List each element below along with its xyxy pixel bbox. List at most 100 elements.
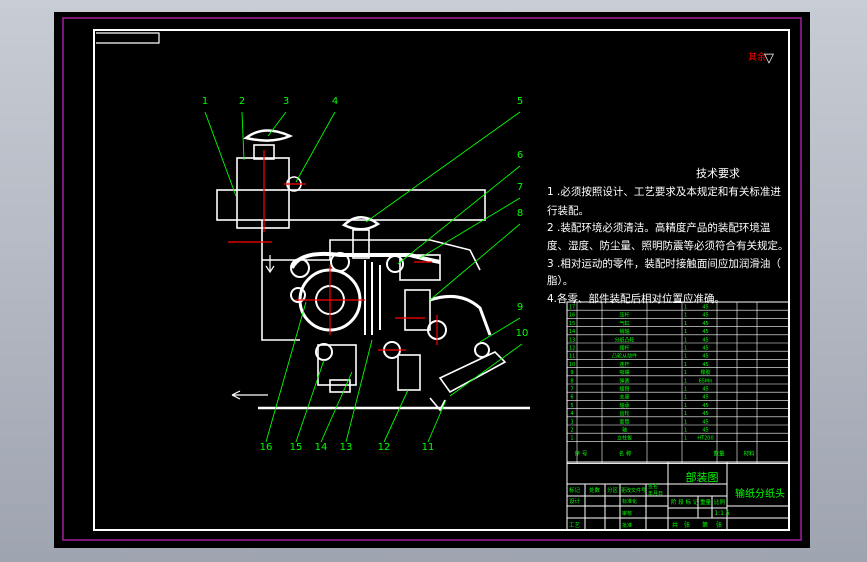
- parts-row-name: 连杆: [619, 361, 629, 368]
- parts-row-qty: 1: [684, 346, 687, 352]
- callout-8: 8: [517, 208, 523, 219]
- parts-row-name: 套筒: [619, 418, 629, 425]
- rocker-arm: [429, 294, 492, 336]
- parts-row-qty: 1: [684, 305, 687, 311]
- parts-row-qty: 1: [684, 362, 687, 368]
- tech-line-1: 1 .必须按照设计、工艺要求及本规定和有关标准进: [547, 185, 781, 198]
- leader-line-11: [427, 399, 447, 443]
- tb-label-sheet: 张: [716, 521, 722, 529]
- parts-row-seq: 6: [570, 395, 573, 401]
- bottom-right-block: [397, 354, 421, 391]
- callout-9: 9: [517, 302, 523, 313]
- parts-row-name: 轴: [622, 427, 627, 434]
- callout-13: 13: [340, 442, 353, 453]
- parts-row-seq: 10: [569, 362, 575, 368]
- parts-row-material: 45: [702, 395, 708, 401]
- tb-label-std: 标准化: [622, 498, 637, 505]
- parts-row-name: 摆杆: [619, 345, 629, 352]
- callout-11: 11: [422, 442, 435, 453]
- leader-line-1: [204, 111, 237, 197]
- callout-15: 15: [290, 442, 303, 453]
- pivot-left: [290, 287, 306, 303]
- cylinder-block: [236, 157, 290, 229]
- parts-row-name: 凸轮从动件: [612, 353, 637, 360]
- tb-label-sheet-no: 第: [702, 521, 708, 529]
- leader-line-12: [383, 389, 409, 443]
- tech-line-2: 行装配。: [547, 204, 589, 217]
- tech-line-4: 度、湿度、防尘量、照明防震等必须符合有关规定。: [547, 239, 789, 252]
- roller: [474, 342, 490, 358]
- leader-line-8: [429, 223, 521, 301]
- leader-line-3: [267, 111, 287, 137]
- callout-5: 5: [517, 96, 523, 107]
- leader-line-9: [479, 317, 521, 343]
- tb-label-sign: 签名: [648, 483, 658, 490]
- parts-row-qty: 1: [684, 428, 687, 434]
- parts-row-name: 轴承: [619, 402, 629, 409]
- parts-header-mat: 材料: [743, 449, 755, 457]
- callout-7: 7: [517, 182, 523, 193]
- parts-row-qty: 1: [684, 354, 687, 360]
- parts-row-material: 45: [702, 362, 708, 368]
- tb-label-sheets: 张: [684, 521, 690, 529]
- tb-label-zone: 分区: [607, 486, 619, 494]
- inner-frame: [93, 29, 790, 531]
- parts-row-seq: 4: [570, 411, 573, 417]
- parts-row-qty: 1: [684, 436, 687, 442]
- parts-row-qty: 1: [684, 321, 687, 327]
- leader-line-10: [449, 343, 523, 397]
- parts-row-name: 销轴: [619, 328, 629, 335]
- drawing-name: 部装图: [686, 470, 719, 484]
- callout-4: 4: [332, 96, 338, 107]
- tech-line-3: 2 .装配环境必须清洁。高精度产品的装配环境温: [547, 221, 771, 234]
- guide-block: [404, 289, 431, 331]
- callout-14: 14: [315, 442, 328, 453]
- parts-row-qty: 1: [684, 419, 687, 425]
- parts-row-name: 摆臂: [619, 386, 629, 393]
- knob: [243, 129, 294, 142]
- center-post: [352, 229, 370, 259]
- parts-row-seq: 12: [569, 346, 575, 352]
- leader-line-15: [295, 359, 325, 443]
- parts-row-material: 45: [702, 329, 708, 335]
- parts-row-name: 立柱板: [617, 435, 632, 442]
- parts-table-frame: [566, 301, 790, 464]
- leader-line-6: [397, 165, 521, 265]
- leader-line-7: [419, 197, 521, 259]
- tb-label-approve: 批准: [622, 522, 632, 529]
- callout-12: 12: [378, 442, 391, 453]
- parts-row-material: 45: [702, 337, 708, 343]
- leader-line-14: [320, 371, 353, 443]
- parts-row-qty: 1: [684, 378, 687, 384]
- parts-row-name: 支座: [619, 394, 629, 401]
- parts-row-name: 压杆: [619, 312, 629, 319]
- parts-row-seq: 2: [570, 428, 573, 434]
- parts-row-material: 橡胶: [700, 369, 710, 376]
- parts-row-material: 45: [702, 403, 708, 409]
- feed-arrow: [231, 390, 268, 400]
- parts-row-material: 45: [702, 387, 708, 393]
- parts-row-material: 45: [702, 419, 708, 425]
- parts-row-seq: 11: [569, 354, 575, 360]
- drawing-scale: 1:1.5: [714, 510, 730, 517]
- parts-header-qty: 数量: [713, 449, 725, 457]
- parts-row-qty: 1: [684, 395, 687, 401]
- parts-row-material: 45: [702, 313, 708, 319]
- leader-line-2: [241, 111, 245, 161]
- leader-line-16: [265, 301, 307, 443]
- parts-row-seq: 7: [570, 387, 573, 393]
- parts-row-seq: 3: [570, 419, 573, 425]
- leader-lines: [204, 111, 523, 443]
- top-left-corner-block: [96, 32, 160, 44]
- leader-line-13: [345, 339, 373, 443]
- parts-row-name: 弹簧: [619, 377, 629, 384]
- parts-row-qty: 1: [684, 411, 687, 417]
- tb-label-mark: 标记: [569, 486, 581, 494]
- parts-row-name: 气缸: [619, 320, 629, 327]
- bottom-sub-block: [329, 379, 351, 393]
- title-block: 部装图 输纸分纸头 1:1.5 标记 处数 分区 更改文件号 签名 年月日 设计…: [566, 461, 790, 531]
- tb-label-stage: 阶 段 标 记: [671, 498, 699, 506]
- parts-row-qty: 1: [684, 329, 687, 335]
- parts-row-name: 分纸凸轮: [614, 336, 634, 343]
